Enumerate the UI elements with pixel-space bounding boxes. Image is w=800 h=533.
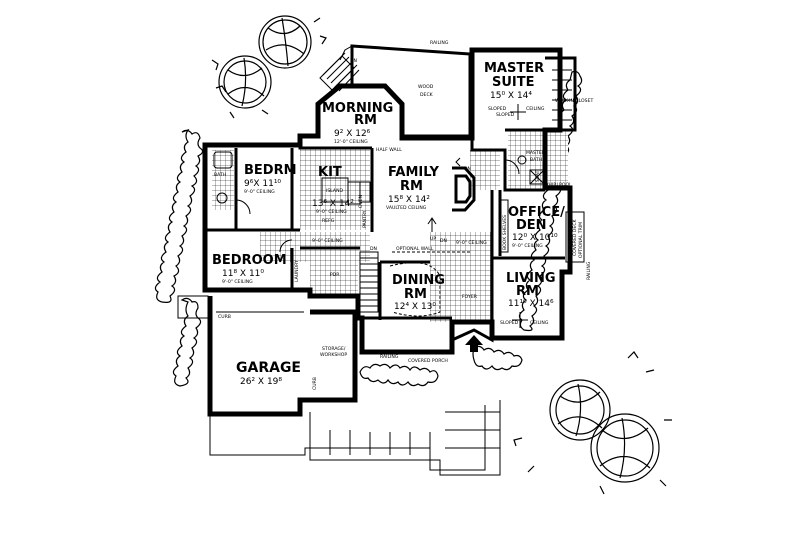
svg-text:26² X 19⁸: 26² X 19⁸ xyxy=(240,377,282,387)
svg-text:WALK-IN CLOSET: WALK-IN CLOSET xyxy=(555,98,593,104)
svg-text:MORNING: MORNING xyxy=(322,101,393,116)
svg-text:15⁰ X 14⁴: 15⁰ X 14⁴ xyxy=(490,91,532,101)
svg-text:BATH: BATH xyxy=(530,157,542,163)
svg-text:CURB: CURB xyxy=(218,314,231,320)
svg-text:MASTER: MASTER xyxy=(484,61,544,76)
room-bedroom: BEDROOM 11⁸ X 11⁰ 9'-0" CEILING xyxy=(212,253,287,285)
svg-text:DECK: DECK xyxy=(420,92,434,98)
svg-text:BOOK SHELVES: BOOK SHELVES xyxy=(502,215,508,250)
svg-text:9'-0" CEILING: 9'-0" CEILING xyxy=(312,238,343,244)
svg-text:12⁴ X 13⁰: 12⁴ X 13⁰ xyxy=(394,302,436,312)
plan-notes: RAILING DN HALF WALL BATH REFG ISLAND OV… xyxy=(214,40,593,390)
svg-text:DEN: DEN xyxy=(516,218,547,233)
svg-text:12'-0" CEILING: 12'-0" CEILING xyxy=(334,139,368,145)
tree-bottom-right xyxy=(513,351,672,495)
svg-text:STORAGE/: STORAGE/ xyxy=(322,346,346,352)
interior-walls xyxy=(205,56,577,343)
shrubs-front xyxy=(359,345,523,387)
svg-text:13⁶ X 14²: 13⁶ X 14² xyxy=(312,199,354,209)
svg-text:FOYER: FOYER xyxy=(462,294,478,300)
svg-text:COVERED DECK: COVERED DECK xyxy=(572,218,578,256)
svg-text:BEDROOM: BEDROOM xyxy=(212,253,287,268)
room-dining-rm: DINING RM 12⁴ X 13⁰ xyxy=(392,273,445,312)
svg-text:PDR: PDR xyxy=(330,272,340,278)
svg-text:BEDRM: BEDRM xyxy=(244,163,297,178)
svg-text:DINING: DINING xyxy=(392,273,445,288)
svg-text:REFG: REFG xyxy=(322,218,335,224)
svg-text:9'-0" CEILING: 9'-0" CEILING xyxy=(244,189,275,195)
fixtures xyxy=(213,69,585,414)
wood-deck xyxy=(319,44,472,138)
svg-text:PANTRY: PANTRY xyxy=(362,210,368,228)
svg-text:9'-0" CEILING: 9'-0" CEILING xyxy=(222,279,253,285)
svg-text:FAMILY: FAMILY xyxy=(388,165,439,180)
svg-text:HALF WALL: HALF WALL xyxy=(376,147,402,153)
svg-text:SLOPED: SLOPED xyxy=(500,320,519,326)
svg-text:DN: DN xyxy=(370,246,377,252)
svg-text:DN: DN xyxy=(440,238,447,244)
svg-text:11¹⁰ X 14⁶: 11¹⁰ X 14⁶ xyxy=(508,299,554,309)
room-office-den: OFFICE/ DEN 12⁰ X 10¹⁰ 9'-0" CEILING xyxy=(508,205,565,249)
svg-text:SLOPED: SLOPED xyxy=(496,112,515,118)
svg-text:RM: RM xyxy=(354,113,377,128)
room-master-bath: MASTER BATH xyxy=(526,150,546,163)
room-bedrm: BEDRM 9⁶X 11¹⁰ 9'-0" CEILING xyxy=(244,163,297,195)
svg-text:WHIRLPOOL: WHIRLPOOL xyxy=(544,182,572,188)
room-kit: KIT 13⁶ X 14² 9'-0" CEILING xyxy=(312,165,354,215)
svg-text:9'-0" CEILING: 9'-0" CEILING xyxy=(316,209,347,215)
svg-text:9'-0" CEILING: 9'-0" CEILING xyxy=(512,243,543,249)
svg-text:RM: RM xyxy=(404,287,427,302)
room-morning-rm: MORNING RM 9² X 12⁶ 12'-0" CEILING xyxy=(322,101,393,145)
svg-text:12⁰ X 10¹⁰: 12⁰ X 10¹⁰ xyxy=(512,233,558,243)
svg-text:LIVING: LIVING xyxy=(506,271,556,286)
svg-text:9'-0" CEILING: 9'-0" CEILING xyxy=(456,240,487,246)
room-wood-deck: WOOD DECK xyxy=(418,84,434,98)
svg-text:KIT: KIT xyxy=(318,165,342,180)
svg-text:9² X 12⁶: 9² X 12⁶ xyxy=(334,129,371,139)
svg-text:OFFICE/: OFFICE/ xyxy=(508,205,565,220)
svg-text:UP: UP xyxy=(430,236,436,242)
svg-text:VAULTED CEILING: VAULTED CEILING xyxy=(386,205,427,211)
svg-text:CEILING: CEILING xyxy=(526,106,545,112)
tree-top-left xyxy=(211,15,327,119)
svg-text:GARAGE: GARAGE xyxy=(236,360,301,376)
svg-text:LAUNDRY: LAUNDRY xyxy=(294,260,300,282)
svg-text:11⁸ X 11⁰: 11⁸ X 11⁰ xyxy=(222,269,264,279)
svg-text:RM: RM xyxy=(516,284,539,299)
svg-text:RAILING: RAILING xyxy=(380,354,399,360)
svg-text:RM: RM xyxy=(400,179,423,194)
room-living-rm: LIVING RM 11¹⁰ X 14⁶ xyxy=(506,271,556,309)
tile-areas xyxy=(212,130,568,322)
svg-text:WORKSHOP: WORKSHOP xyxy=(320,352,347,358)
shrubs-left xyxy=(154,128,204,387)
svg-text:CEILING: CEILING xyxy=(530,320,549,326)
svg-text:OVEN: OVEN xyxy=(358,195,364,208)
driveway xyxy=(177,295,501,476)
svg-text:DN: DN xyxy=(350,58,357,64)
svg-text:RAILING: RAILING xyxy=(586,261,592,280)
svg-text:COVERED PORCH: COVERED PORCH xyxy=(408,358,448,364)
svg-text:RAILING: RAILING xyxy=(430,40,449,46)
svg-text:9⁶X 11¹⁰: 9⁶X 11¹⁰ xyxy=(244,179,281,189)
svg-text:SUITE: SUITE xyxy=(492,75,535,90)
svg-text:MASTER: MASTER xyxy=(526,150,546,156)
room-garage: GARAGE 26² X 19⁸ xyxy=(236,360,301,387)
svg-text:SLOPED: SLOPED xyxy=(488,106,507,112)
svg-text:15⁸ X 14²: 15⁸ X 14² xyxy=(388,195,430,205)
svg-text:CURB: CURB xyxy=(312,377,318,390)
room-master-suite: MASTER SUITE 15⁰ X 14⁴ xyxy=(484,61,544,101)
svg-text:WOOD: WOOD xyxy=(418,84,434,90)
svg-text:OPTIONAL TRIM: OPTIONAL TRIM xyxy=(578,222,584,258)
svg-text:SEAT: SEAT xyxy=(535,170,541,182)
svg-text:ISLAND: ISLAND xyxy=(326,188,344,194)
svg-text:OPTIONAL WALL: OPTIONAL WALL xyxy=(396,246,434,252)
svg-text:DN: DN xyxy=(464,166,471,172)
svg-text:BATH: BATH xyxy=(214,172,226,178)
room-family-rm: FAMILY RM 15⁸ X 14² VAULTED CEILING xyxy=(386,165,439,211)
